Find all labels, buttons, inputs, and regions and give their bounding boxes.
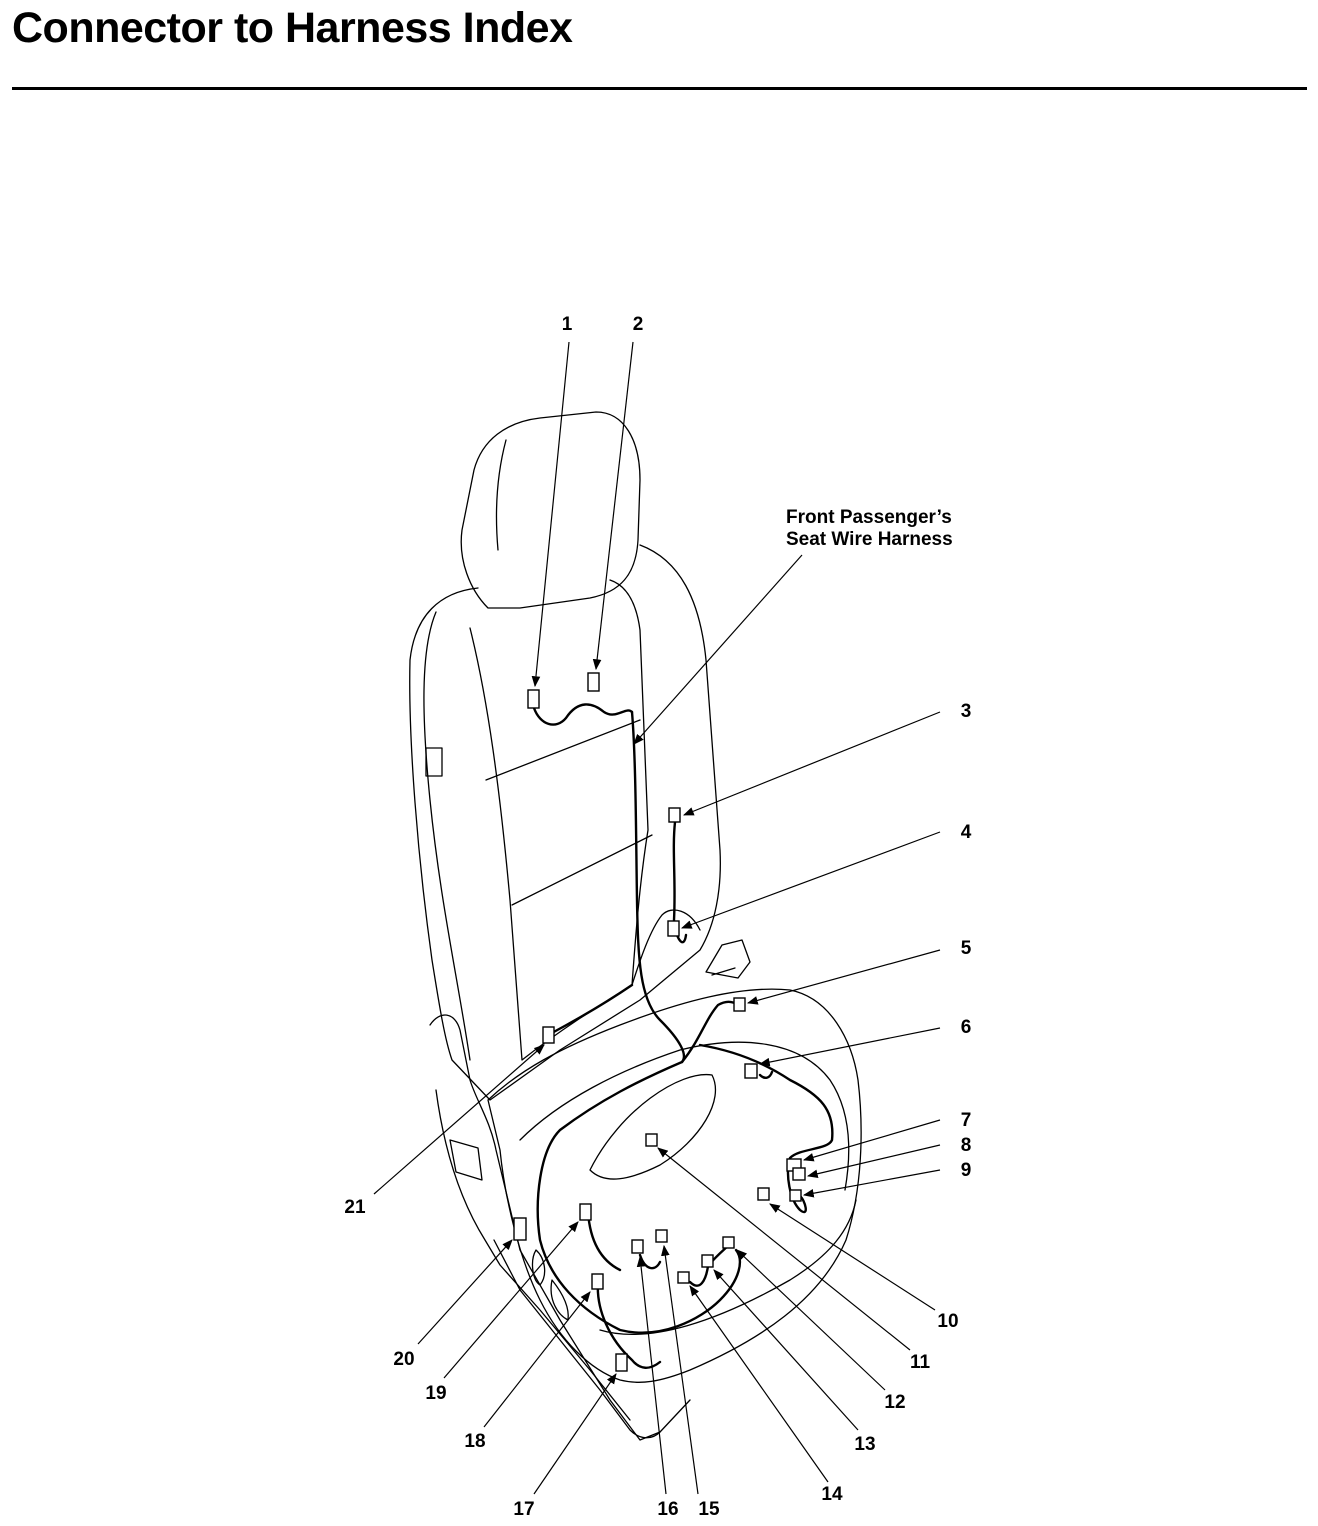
callout-16: 16 [657,1499,678,1520]
wire-harness-routing [532,703,834,1369]
leader-2 [592,341,634,671]
connector-3 [668,807,681,823]
seat-cushion-outline [487,988,862,1383]
leader-13 [713,1269,859,1431]
connector-12 [722,1236,735,1249]
connector-21 [542,1026,555,1044]
seat-side-recess-2 [531,1249,546,1286]
leader-14 [689,1285,829,1483]
leader-9 [802,1169,941,1198]
callout-9: 9 [961,1160,972,1181]
harness-right-lower [758,1070,774,1080]
leader-21 [373,1044,545,1195]
connector-16 [631,1239,644,1254]
callout-17: 17 [513,1499,534,1520]
callout-7: 7 [961,1110,972,1131]
connector-14 [677,1271,690,1284]
connector-15 [655,1229,668,1243]
harness-label-line2: Seat Wire Harness [786,529,953,550]
connector-8 [792,1167,806,1181]
connector-19 [579,1203,592,1221]
harness-label-line1: Front Passenger’s [786,507,952,528]
connector-6 [744,1063,758,1079]
leader-7 [802,1119,941,1162]
callout-5: 5 [961,938,972,959]
seatback-seam-upper [485,719,641,781]
connectors [513,672,806,1372]
leader-4 [680,831,941,929]
leader-lines [373,341,941,1495]
harness-cushion-loop [536,1060,741,1334]
leader-15 [661,1244,699,1495]
connector-4 [667,920,680,937]
leader-8 [806,1144,941,1178]
callout-3: 3 [961,701,972,722]
callout-21: 21 [344,1197,366,1218]
callout-1: 1 [562,314,573,335]
cushion-inner-edge [519,1041,850,1191]
seatback-side-bolster [423,611,471,1061]
leader-1 [531,341,570,688]
leader-17 [533,1373,617,1495]
callout-20: 20 [393,1349,414,1370]
leader-11 [657,1147,911,1351]
harness-branch-3-4 [672,820,688,944]
connector-9 [789,1189,802,1202]
connector-13 [701,1254,714,1268]
connector-20 [513,1217,527,1241]
callout-15: 15 [698,1499,720,1520]
callout-10: 10 [937,1311,958,1332]
leader-5 [746,949,941,1005]
connector-1 [527,689,540,709]
leader-16 [636,1255,667,1495]
harness-rear-branch [698,1043,834,1214]
harness-main-trunk [630,710,686,1064]
seat-side-recess-3 [550,1279,569,1321]
headrest-edge [495,439,507,551]
connector-2 [587,672,600,692]
recline-tab [425,747,443,777]
title-divider [12,87,1307,90]
connector-5 [733,997,746,1012]
seatback-seam-lower [511,834,653,906]
cushion-front-edge [599,1199,857,1336]
page-title: Connector to Harness Index [12,4,573,52]
seatback-inner-panel [469,579,649,1061]
harness-upper-branch [532,703,634,726]
callout-numbers: 1 2 3 4 5 6 7 8 9 10 11 12 13 14 15 16 1… [344,314,971,1520]
callout-4: 4 [961,822,972,843]
callout-2: 2 [633,314,644,335]
cushion-center-panel [589,1073,717,1180]
seat-outline [409,411,862,1441]
seat-belt-buckle [705,939,751,979]
leader-harness [633,554,803,745]
leader-12 [736,1249,886,1391]
leader-3 [682,711,941,816]
seat-side-panel [435,1089,631,1421]
leader-20 [417,1239,513,1345]
callout-8: 8 [961,1135,972,1156]
headrest-outline [460,411,641,609]
callout-11: 11 [910,1352,931,1373]
callout-19: 19 [425,1383,446,1404]
connector-18 [591,1273,604,1290]
callout-13: 13 [854,1434,875,1455]
connector-10 [757,1187,770,1201]
callout-18: 18 [464,1431,485,1452]
seat-side-recess-1 [449,1139,483,1181]
seatback-outline [409,544,721,1101]
connector-17 [615,1353,628,1372]
seat-rail [493,1239,661,1439]
leader-19 [443,1221,579,1379]
callout-14: 14 [821,1484,843,1505]
callout-12: 12 [884,1392,905,1413]
callout-6: 6 [961,1017,972,1038]
leader-10 [769,1203,936,1311]
leader-18 [483,1291,591,1428]
leader-6 [758,1027,941,1067]
connector-11 [645,1133,658,1147]
harness-backrest-lower [548,983,634,1036]
